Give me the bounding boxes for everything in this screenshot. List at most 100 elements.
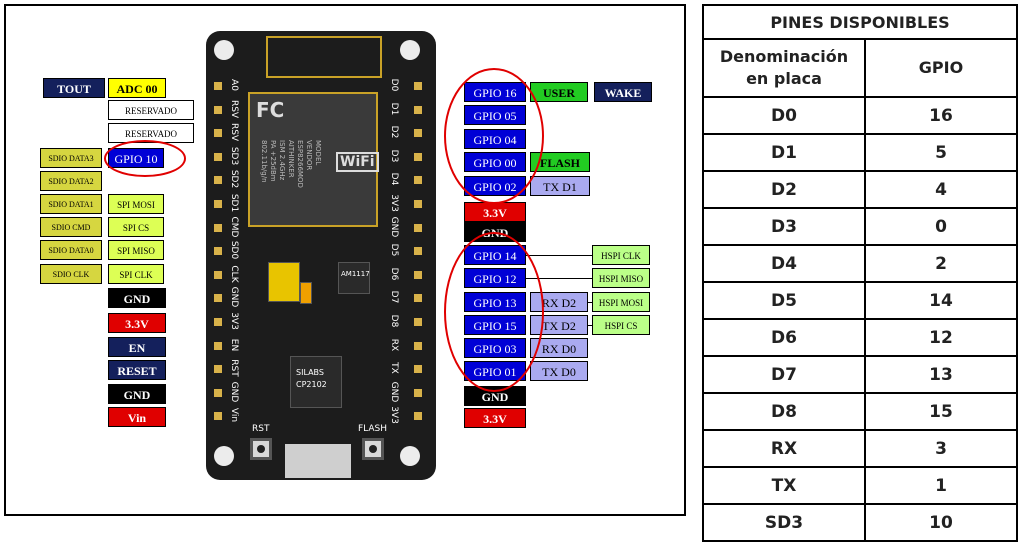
pin-pad (214, 223, 222, 232)
regulator-label: AM1117 (341, 270, 370, 278)
gpio-cell: 14 (864, 281, 1018, 320)
pin-pad (414, 388, 422, 397)
rst-label: RST (252, 424, 270, 434)
left-pin-name: Vin (229, 408, 239, 423)
right-label: HSPI CLK (592, 245, 650, 265)
highlight-ring-lower-gpio (444, 232, 544, 392)
pin-pad (414, 200, 422, 208)
left-label: SDIO DATA3 (40, 148, 102, 168)
gpio-cell: 12 (864, 318, 1018, 357)
esp8266-module (248, 92, 378, 227)
pin-pad (414, 318, 422, 326)
pin-cell: RX (702, 429, 866, 468)
pin-pad (414, 176, 422, 185)
micro-usb-port (285, 444, 351, 478)
pin-pad (214, 176, 222, 185)
pin-pad (214, 341, 222, 350)
left-label: SDIO DATA2 (40, 171, 102, 191)
right-label: RX D0 (530, 338, 588, 358)
pcb-antenna (266, 36, 382, 78)
pin-pad (214, 247, 222, 256)
leader-line (526, 255, 592, 256)
pin-pad (214, 152, 222, 161)
rst-button[interactable] (250, 438, 272, 460)
mount-hole (214, 40, 234, 60)
left-label: GND (108, 288, 166, 308)
left-label: SPI MISO (108, 240, 164, 260)
left-label: Vin (108, 407, 166, 427)
left-label: SPI CLK (108, 264, 164, 284)
left-label: EN (108, 337, 166, 357)
pin-cell: D3 (702, 207, 866, 246)
module-text-line: ESP8266MOD (296, 140, 304, 188)
pin-cell: D5 (702, 281, 866, 320)
pin-pad (414, 105, 422, 114)
pin-cell: D6 (702, 318, 866, 357)
pin-pad (414, 412, 422, 421)
pin-pad (214, 388, 222, 397)
pin-pad (214, 412, 222, 421)
pin-pad (414, 365, 422, 374)
module-text-line: PA +25dBm (269, 140, 277, 182)
left-label: SDIO DATA1 (40, 194, 102, 214)
fc-mark: FC (256, 98, 285, 122)
left-label: SDIO DATA0 (40, 240, 102, 260)
available-pins-table: PINES DISPONIBLES Denominación en placa … (702, 4, 1018, 542)
pin-cell: D4 (702, 244, 866, 283)
pin-pad (414, 223, 422, 232)
pin-pad (214, 129, 222, 138)
pin-pad (214, 270, 222, 279)
pin-cell: D0 (702, 96, 866, 135)
gpio-cell: 16 (864, 96, 1018, 135)
module-text-line: AITHINKER (287, 140, 295, 178)
right-label: TX D0 (530, 361, 588, 381)
module-text-line: MODEL (314, 140, 322, 166)
capacitor (268, 262, 300, 302)
pin-pad (214, 105, 222, 114)
column-header-placa-line2: en placa (746, 69, 822, 88)
pin-pad (214, 82, 222, 90)
wifi-mark: WiFi (336, 152, 379, 172)
column-header-gpio: GPIO (864, 38, 1018, 98)
flash-label: FLASH (358, 424, 388, 434)
left-label: RESET (108, 360, 166, 380)
column-header-placa-line1: Denominación (719, 47, 849, 66)
table-title: PINES DISPONIBLES (702, 4, 1018, 40)
usb-uart-chip (290, 356, 342, 408)
mount-hole (400, 40, 420, 60)
usb-chip-label-2: CP2102 (296, 380, 327, 389)
left-label: TOUT (43, 78, 105, 98)
pin-pad (414, 129, 422, 138)
leader-line (588, 302, 592, 303)
left-label: SPI CS (108, 217, 164, 237)
flash-button[interactable] (362, 438, 384, 460)
right-label: 3.3V (464, 408, 526, 428)
right-label: FLASH (530, 152, 590, 172)
gpio-cell: 10 (864, 503, 1018, 542)
pin-pad (214, 365, 222, 374)
gpio-cell: 5 (864, 133, 1018, 172)
left-label: RESERVADO (108, 100, 194, 120)
right-label: RX D2 (530, 292, 588, 312)
usb-chip-label-1: SILABS (296, 368, 324, 377)
right-label: HSPI MOSI (592, 292, 650, 312)
left-label: ADC 00 (108, 78, 166, 98)
pin-cell: D2 (702, 170, 866, 209)
right-label: WAKE (594, 82, 652, 102)
right-label: USER (530, 82, 588, 102)
mount-hole (400, 446, 420, 466)
gpio-cell: 0 (864, 207, 1018, 246)
gpio-cell: 3 (864, 429, 1018, 468)
left-label: 3.3V (108, 313, 166, 333)
right-label: HSPI MISO (592, 268, 650, 288)
gpio-cell: 4 (864, 170, 1018, 209)
